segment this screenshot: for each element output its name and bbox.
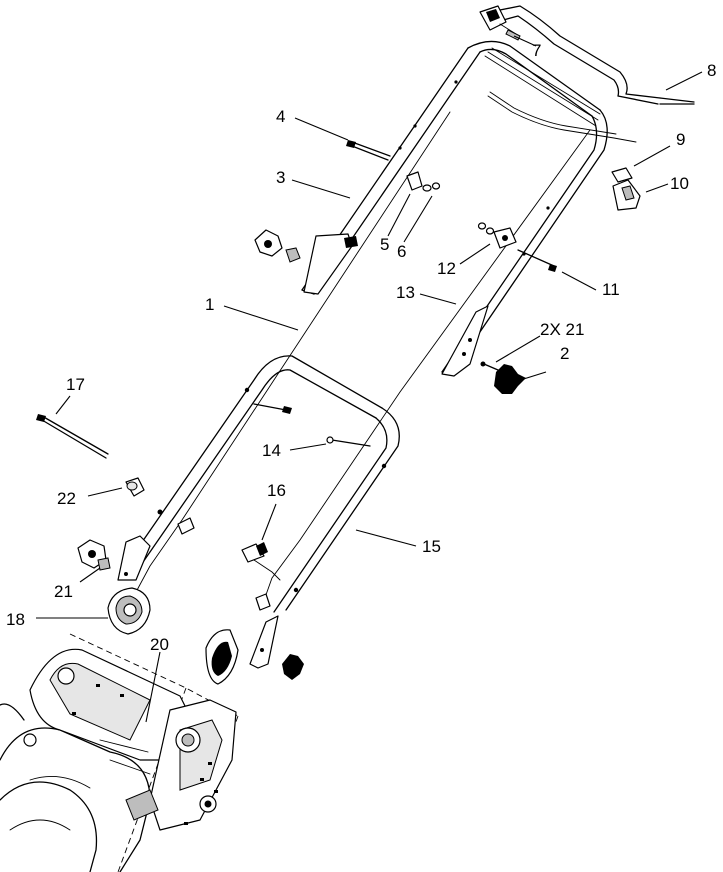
handle-bracket-13 (441, 305, 489, 377)
callout-3: 3 (276, 168, 285, 187)
carriage-bolt-upper (253, 403, 292, 414)
callout-1: 1 (205, 295, 214, 314)
cable-tie-4 (346, 140, 391, 161)
callout-8: 8 (707, 61, 716, 80)
callout-20: 20 (150, 635, 169, 654)
control-cable (487, 91, 637, 143)
callout-9: 9 (676, 130, 685, 149)
cable-housing-18 (107, 587, 151, 635)
cable-clip-9 (611, 167, 633, 183)
leader-lines (36, 35, 703, 723)
callout-16: 16 (267, 481, 286, 500)
cable-tie-17 (36, 414, 109, 459)
callout-6: 6 (397, 242, 406, 261)
carriage-bolt-14 (326, 436, 371, 447)
mower-deck (0, 633, 239, 872)
nut-6 (422, 182, 441, 192)
traction-cable (135, 111, 591, 607)
handle-bracket-3 (303, 233, 358, 295)
callout-4: 4 (276, 107, 285, 126)
callout-14: 14 (262, 441, 281, 460)
cable-adjuster-16 (241, 542, 281, 611)
callout-18: 18 (6, 610, 25, 629)
cable-clamp-5 (406, 171, 423, 191)
cable-bracket-10 (612, 179, 641, 211)
knob-assembly-upper-left (254, 229, 301, 263)
callout-5: 5 (380, 235, 389, 254)
callout-15: 15 (422, 537, 441, 556)
cable-cover (205, 629, 239, 685)
lower-bracket-left (117, 509, 195, 581)
lower-bracket-right (249, 615, 304, 680)
clamp-12 (477, 222, 517, 249)
callout-13: 13 (396, 283, 415, 302)
spacer-22 (125, 477, 145, 497)
callout-10: 10 (670, 174, 689, 193)
callout-17: 17 (66, 375, 85, 394)
callout-2x21: 2X 21 (540, 320, 584, 339)
bolt-11 (517, 249, 557, 272)
callout-21: 21 (54, 582, 73, 601)
cable-8 (659, 97, 695, 105)
callout-12: 12 (437, 259, 456, 278)
lower-handle (119, 355, 400, 613)
knob-2 (480, 361, 526, 394)
callout-labels: 1 2 2X 21 3 4 5 6 7 8 9 10 11 12 13 14 1… (6, 41, 716, 654)
operator-bail (479, 5, 661, 105)
callout-11: 11 (602, 280, 620, 299)
knob-21 (77, 539, 111, 571)
callout-22: 22 (57, 489, 76, 508)
callout-2: 2 (560, 344, 569, 363)
callout-7: 7 (532, 41, 541, 60)
